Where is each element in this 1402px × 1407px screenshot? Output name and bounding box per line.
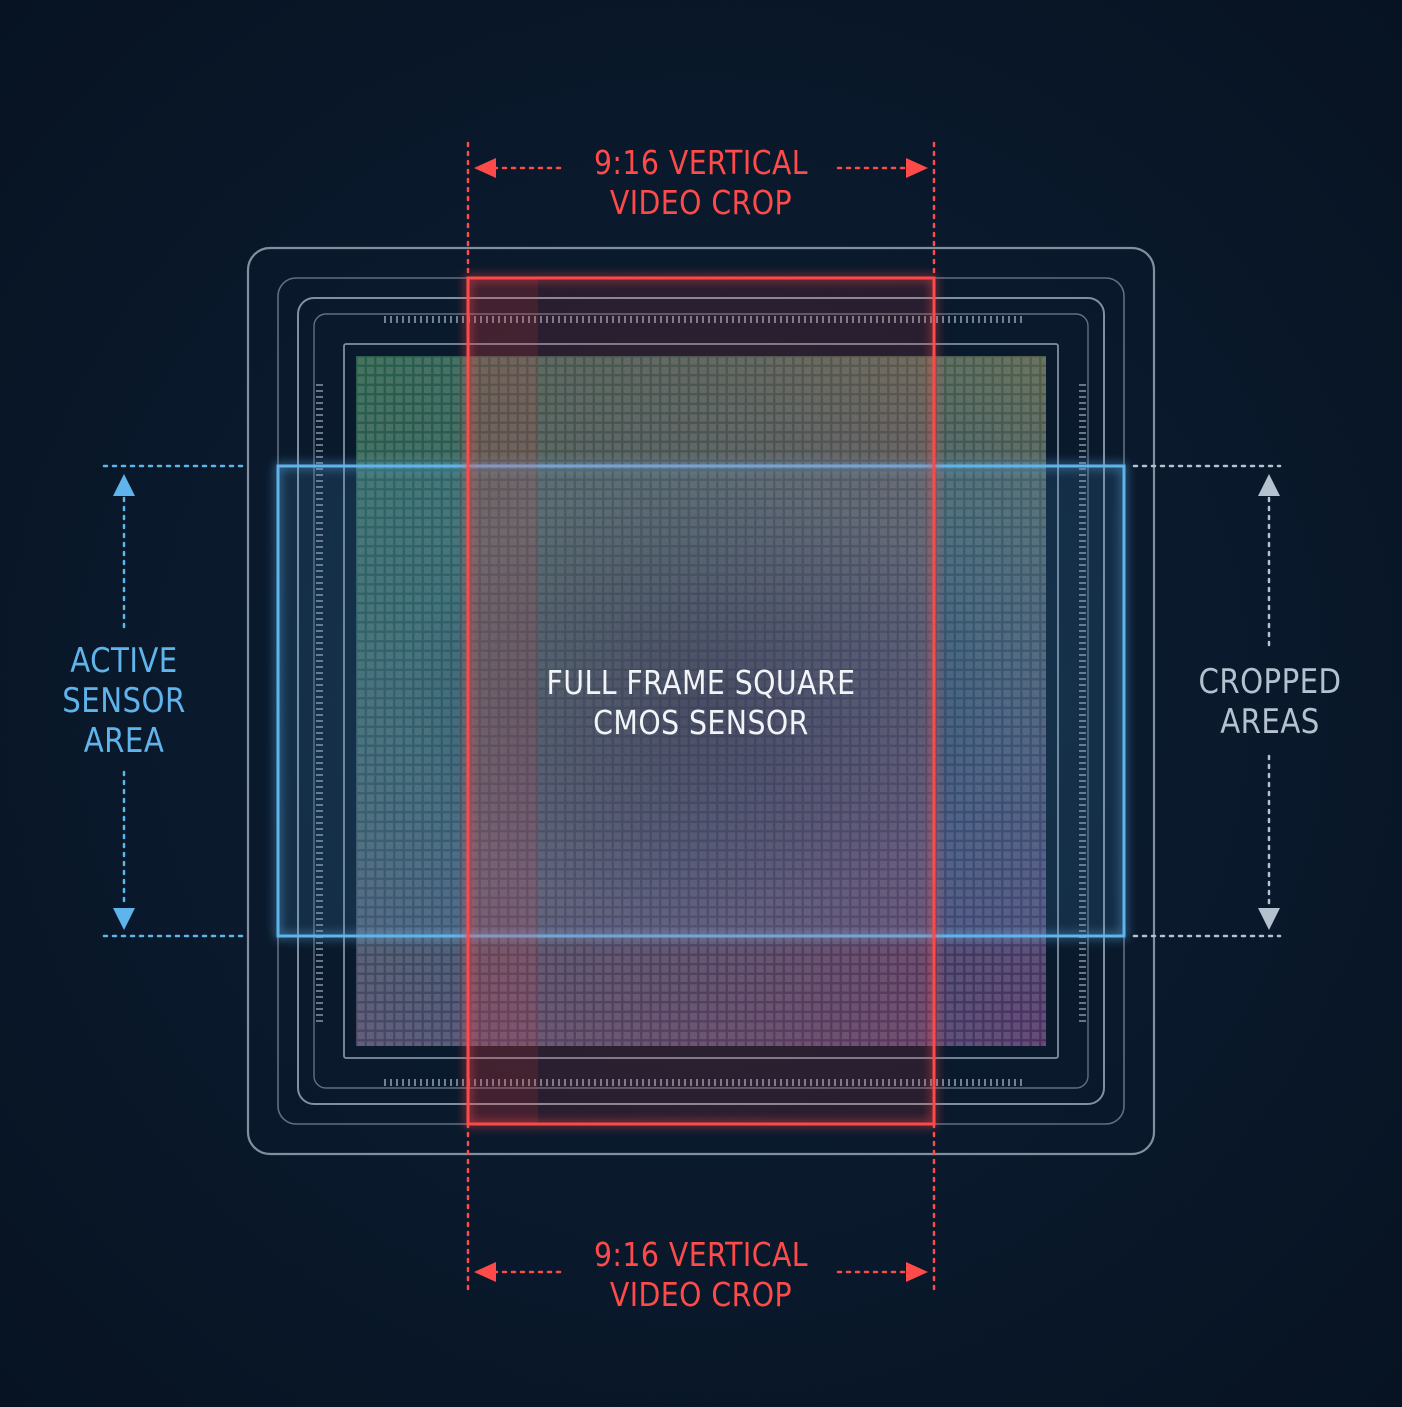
arrow-left-icon	[474, 158, 496, 178]
die-frame	[313, 313, 1089, 1089]
arrow-up-icon	[1258, 474, 1280, 496]
package-ring-frame	[297, 297, 1105, 1105]
contact-pads	[316, 316, 1086, 1086]
sensor-label-line-2: CMOS SENSOR	[593, 703, 809, 742]
sensor-label-line-1: FULL FRAME SQUARE	[546, 663, 856, 702]
cropped-areas-label: CROPPED AREAS	[1175, 662, 1364, 742]
crop-label-line-1: 9:16 VERTICAL	[593, 143, 809, 182]
crop-label-line-2: VIDEO CROP	[609, 183, 793, 222]
active-label-line-1: ACTIVE	[70, 641, 178, 681]
active-label-line-3: AREA	[83, 721, 165, 761]
crop-guide-lines	[466, 141, 936, 1294]
arrow-left-icon	[474, 1262, 496, 1282]
active-sensor-area-label: ACTIVE SENSOR AREA	[38, 641, 210, 761]
sensor-center-label: FULL FRAME SQUARE CMOS SENSOR	[486, 663, 916, 743]
package-outer-frame	[246, 246, 1156, 1156]
arrow-down-icon	[1258, 908, 1280, 930]
crop-label-line-2: VIDEO CROP	[609, 1275, 793, 1314]
vertical-crop-label-bottom: 9:16 VERTICAL VIDEO CROP	[529, 1235, 873, 1315]
cropped-label-line-1: CROPPED	[1198, 662, 1342, 702]
crop-width-arrow-bottom	[474, 1262, 928, 1282]
active-area-outline	[276, 464, 1126, 938]
vertical-crop-label-top: 9:16 VERTICAL VIDEO CROP	[529, 143, 873, 223]
arrow-right-icon	[906, 1262, 928, 1282]
vertical-crop-band	[466, 276, 936, 1126]
pixel-array-frame	[343, 343, 1059, 1059]
active-label-line-2: SENSOR	[62, 681, 186, 721]
pixel-array	[356, 356, 1046, 1046]
arrow-up-icon	[113, 474, 135, 496]
active-sensor-band	[276, 464, 1126, 938]
cropped-label-line-2: AREAS	[1220, 702, 1320, 742]
crop-width-arrow-top	[474, 158, 928, 178]
active-height-arrow	[113, 474, 135, 930]
active-guide-lines	[102, 464, 1282, 938]
cropped-height-arrow	[1258, 474, 1280, 930]
arrow-right-icon	[906, 158, 928, 178]
crop-label-line-1: 9:16 VERTICAL	[593, 1235, 809, 1274]
arrow-down-icon	[113, 908, 135, 930]
